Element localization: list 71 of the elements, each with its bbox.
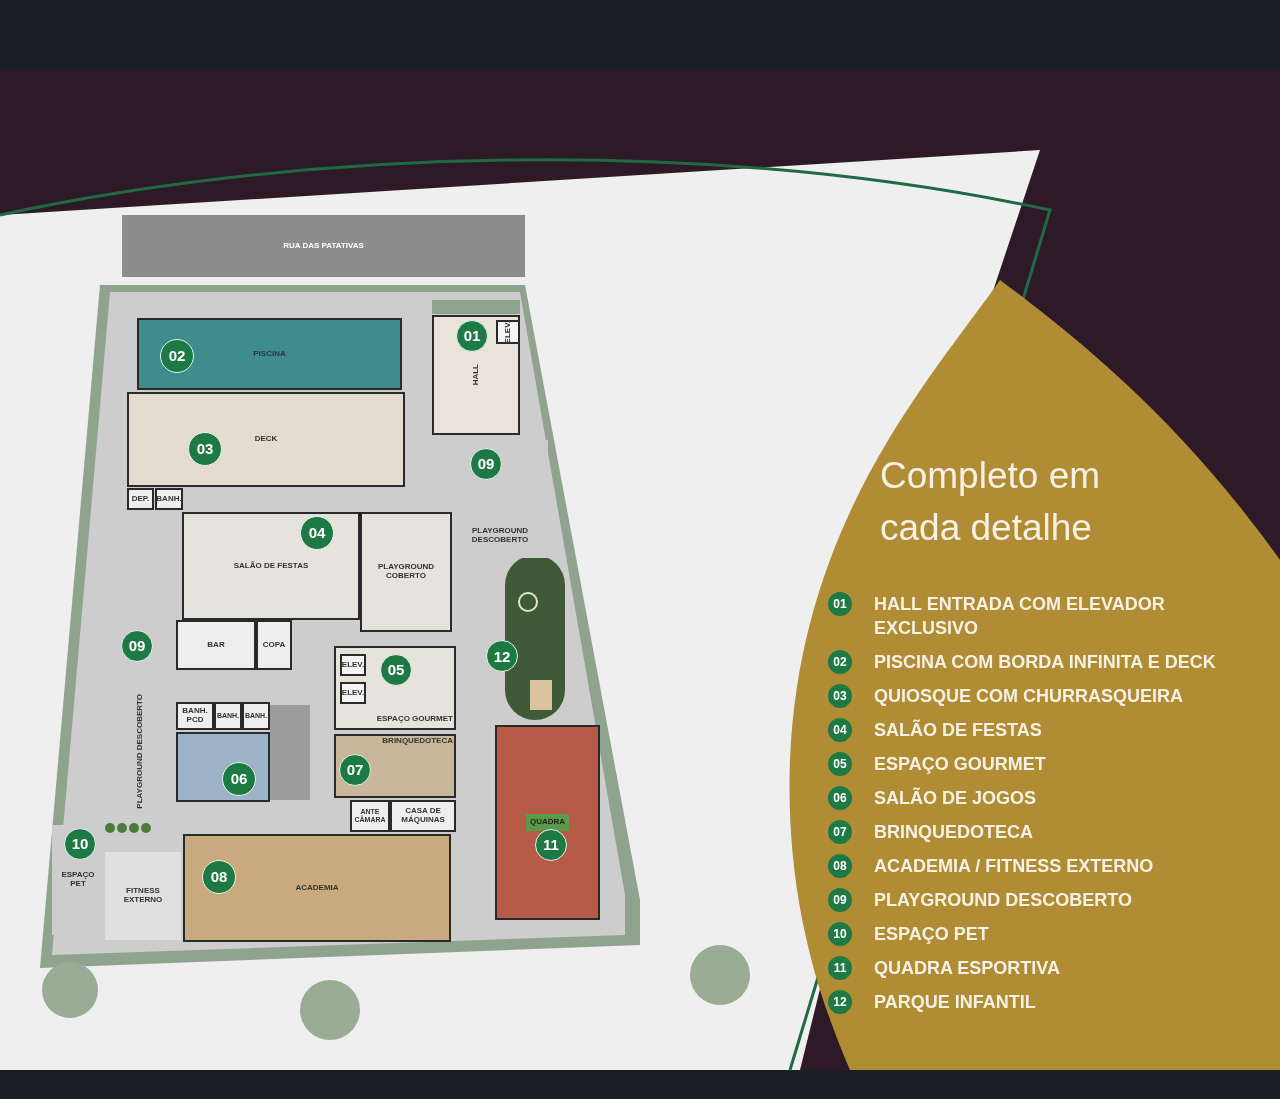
street-band — [122, 215, 525, 277]
number-badge: 02 — [160, 339, 194, 373]
room-label: PISCINA — [252, 348, 287, 360]
number-badge: 01 — [456, 320, 488, 352]
legend-text: ACADEMIA / FITNESS EXTERNO — [874, 855, 1155, 878]
room-label: PLAYGROUND DESCOBERTO — [470, 526, 530, 546]
room-area — [214, 702, 242, 730]
number-badge: 03 — [188, 432, 222, 466]
room-label: BAR — [206, 639, 226, 651]
room-area — [340, 682, 366, 704]
room-label: ELEV. — [340, 659, 366, 671]
room-label: ACADEMIA — [294, 882, 340, 894]
number-badge: 06 — [222, 762, 256, 796]
sports-court — [495, 725, 600, 920]
room-area — [496, 320, 520, 344]
room-area — [176, 702, 214, 730]
number-badge: 05 — [380, 654, 412, 686]
room-area — [242, 702, 270, 730]
room-area — [390, 800, 456, 832]
room-label: BANH. — [155, 493, 183, 505]
room-label: HALL — [470, 363, 481, 387]
street-name: RUA DAS PATATIVAS — [282, 240, 365, 252]
legend-text: HALL ENTRADA COM ELEVADOR EXCLUSIVO — [874, 593, 1166, 640]
legend-text: PISCINA COM BORDA INFINITA E DECK — [874, 651, 1217, 674]
number-badge: 07 — [339, 754, 371, 786]
room-area — [127, 392, 405, 487]
room-area — [183, 834, 451, 942]
legend-text: ESPAÇO GOURMET — [874, 753, 1047, 776]
room-area — [360, 512, 452, 632]
room-area — [127, 488, 154, 510]
legend-text: ESPAÇO PET — [874, 923, 990, 946]
room-label: DECK — [253, 434, 279, 445]
heading: Completo em cada detalhe — [880, 454, 1102, 550]
room-label: SALÃO DE FESTAS — [232, 560, 310, 572]
room-label: FITNESS EXTERNO — [122, 886, 164, 906]
number-badge: 08 — [202, 860, 236, 894]
legend-text: SALÃO DE FESTAS — [874, 718, 1043, 742]
room-area — [256, 620, 292, 670]
room-area — [176, 732, 270, 802]
room-label: DEP. — [130, 493, 151, 505]
number-badge: 09 — [470, 448, 502, 480]
legend-text: SALÃO DE JOGOS — [874, 786, 1038, 810]
room-label: ESPAÇO GOURMET — [375, 714, 454, 725]
room-area — [334, 734, 456, 798]
legend-text: QUADRA ESPORTIVA — [874, 957, 1061, 980]
number-badge: 04 — [300, 516, 334, 550]
room-label: PLAYGROUND DESCOBERTO — [134, 693, 145, 810]
room-label: BANH. PCD — [181, 706, 209, 726]
number-badge: 11 — [535, 829, 567, 861]
room-label: PLAYGROUND COBERTO — [376, 562, 436, 582]
room-area — [334, 646, 456, 730]
room-area — [176, 620, 256, 670]
room-area — [350, 800, 390, 832]
room-area — [155, 488, 183, 510]
room-label: CASA DE MÁQUINAS — [400, 806, 446, 826]
room-label: ESPAÇO PET — [60, 870, 96, 890]
number-badge: 10 — [64, 828, 96, 860]
room-label: ELEV. — [502, 319, 513, 345]
number-badge: 09 — [121, 630, 153, 662]
room-area — [182, 512, 360, 620]
legend-text: QUIOSQUE COM CHURRASQUEIRA — [874, 685, 1184, 708]
legend-text: PLAYGROUND DESCOBERTO — [874, 889, 1134, 912]
legend-text: BRINQUEDOTECA — [874, 821, 1034, 844]
legend-text: PARQUE INFANTIL — [874, 991, 1037, 1014]
room-label: ELEV. — [340, 687, 366, 699]
room-label: COPA — [261, 639, 287, 651]
room-area — [340, 654, 366, 676]
room-area — [432, 315, 520, 435]
room-label: QUADRA — [525, 814, 570, 831]
room-area — [137, 318, 402, 390]
room-label: BRINQUEDOTECA — [381, 736, 454, 747]
